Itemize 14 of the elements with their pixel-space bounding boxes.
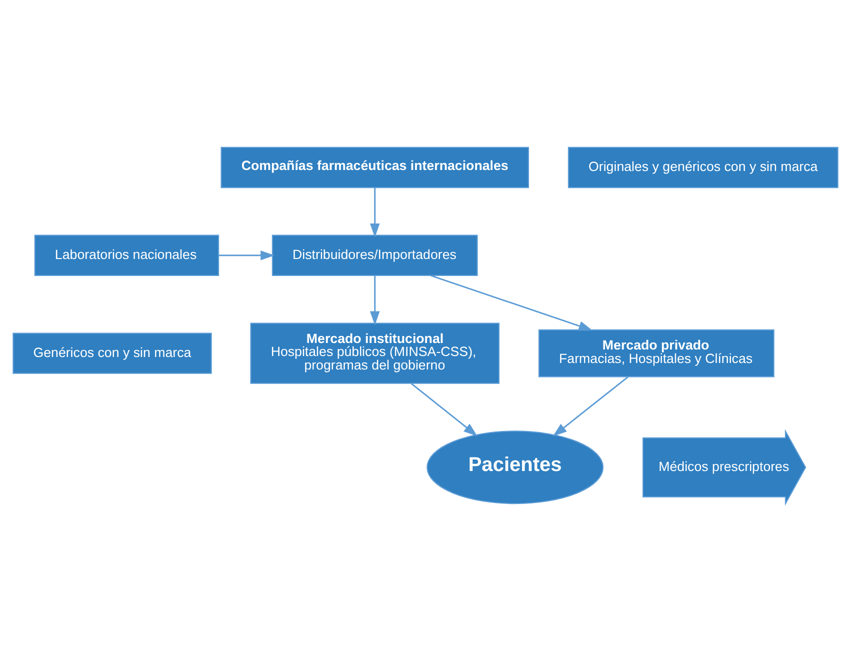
arrow — [218, 250, 275, 260]
node-box: Mercado privado Farmacias, Hospitales y Clínicas — [538, 328, 774, 377]
arrow — [370, 275, 380, 325]
node-box: Originales y genéricos con y sin marca — [568, 146, 838, 188]
node-ellipse: Pacientes — [426, 430, 604, 504]
node-box: Mercado institucional Hospitales públicos (MINSA-CSS), programas del gobierno — [250, 322, 500, 384]
arrow — [370, 187, 380, 237]
node-box: Genéricos con y sin marca — [12, 332, 212, 374]
arrow — [410, 382, 478, 436]
arrow — [430, 274, 593, 330]
arrow — [552, 376, 629, 436]
node-box: Laboratorios nacionales — [34, 234, 220, 276]
node-box: Distribuidores/Importadores — [272, 234, 478, 276]
node-box: Compañías farmacéuticas internacionales — [220, 146, 529, 188]
